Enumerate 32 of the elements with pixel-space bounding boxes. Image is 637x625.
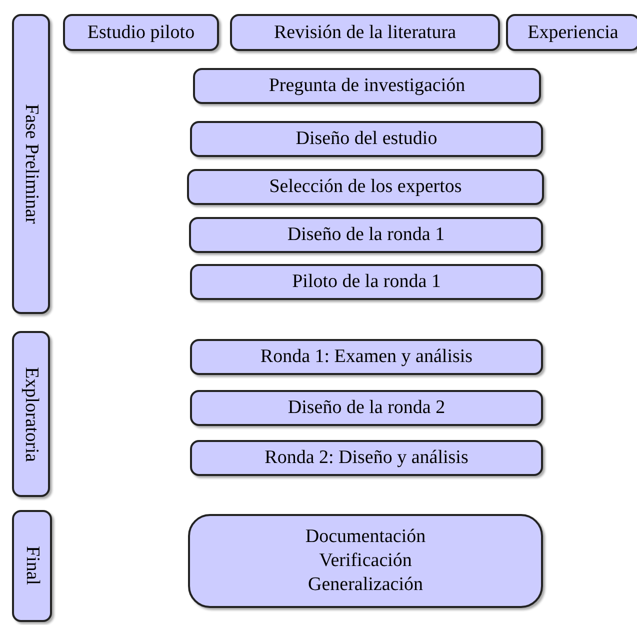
phase-label-box <box>12 14 50 314</box>
step-label: Documentación <box>305 525 426 550</box>
phase-label-box <box>12 331 50 497</box>
step-box <box>63 14 219 51</box>
step-box <box>190 390 543 426</box>
step-label: Ronda 2: Diseño y análisis <box>264 446 468 470</box>
step-box <box>193 68 541 104</box>
phase-label-box <box>12 510 52 622</box>
step-box <box>190 264 543 300</box>
step-box <box>190 339 543 375</box>
step-label: Diseño de la ronda 2 <box>288 396 446 420</box>
step-label: Estudio piloto <box>87 20 195 44</box>
step-label: Revisión de la literatura <box>274 20 456 44</box>
phase-title: Fase Preliminar <box>20 104 43 224</box>
step-label: Verificación <box>319 549 412 573</box>
step-box <box>230 14 500 51</box>
step-label: Piloto de la ronda 1 <box>292 270 441 294</box>
step-box <box>188 514 543 608</box>
step-label: Pregunta de investigación <box>268 74 466 98</box>
step-box <box>187 169 544 205</box>
phase-title: Final <box>20 546 44 586</box>
step-label: Ronda 1: Examen y análisis <box>260 345 473 369</box>
phase-title: Exploratoria <box>20 366 43 462</box>
step-label: Generalización <box>308 572 423 597</box>
step-label: Selección de los expertos <box>269 175 462 199</box>
step-box <box>190 121 543 157</box>
step-label: Diseño de la ronda 1 <box>287 223 445 247</box>
step-box <box>190 440 543 476</box>
step-label: Diseño del estudio <box>296 127 438 151</box>
step-box <box>189 217 543 253</box>
step-box <box>506 14 637 51</box>
step-label: Experiencia <box>528 20 618 44</box>
